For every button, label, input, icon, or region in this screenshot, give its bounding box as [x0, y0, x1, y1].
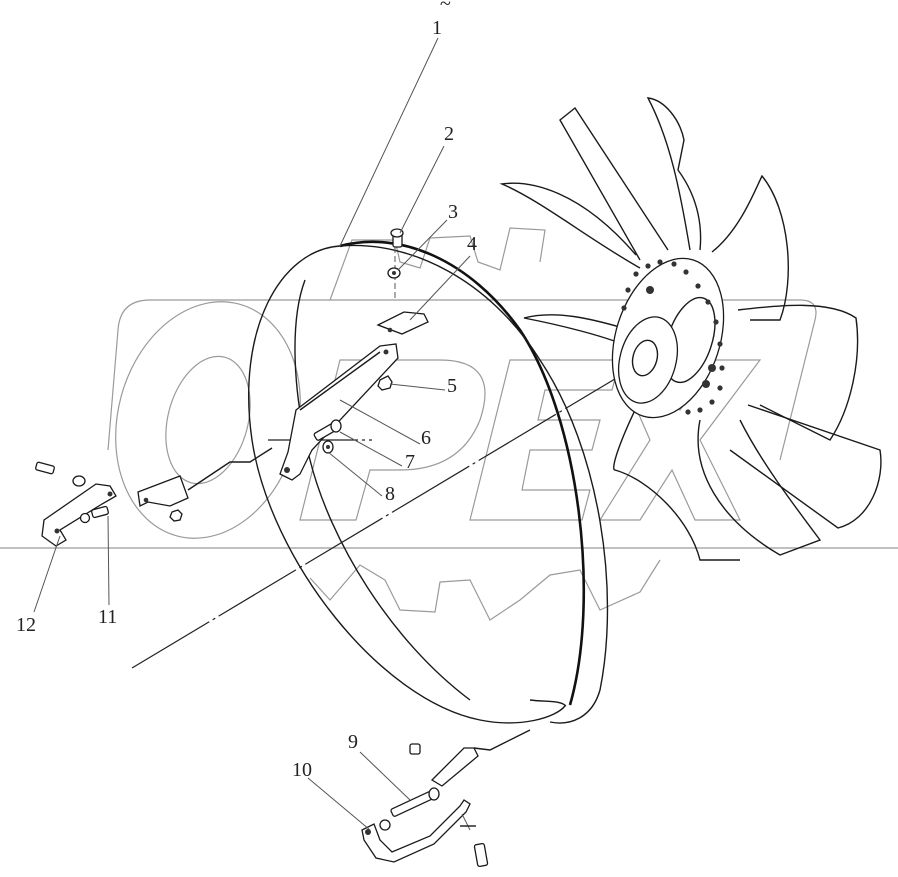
watermark-o-inner — [165, 355, 251, 485]
assembly-axis-line — [131, 351, 661, 669]
washer-11 — [79, 512, 91, 524]
bolt-7-head — [330, 419, 342, 433]
fan-blade — [697, 419, 822, 556]
fan-blade — [613, 399, 740, 561]
leader-lines — [33, 37, 471, 831]
watermark-letter-p — [299, 359, 486, 521]
support-bracket-6 — [279, 343, 399, 481]
top-fixing-parts — [376, 228, 429, 335]
callout-4: 4 — [467, 233, 477, 255]
bolt-9 — [390, 791, 434, 817]
watermark — [0, 227, 898, 621]
watermark-gear-top — [329, 227, 546, 301]
fan-blade — [646, 97, 702, 251]
callout-5: 5 — [447, 375, 457, 397]
fan-blade — [499, 182, 641, 269]
watermark-o-outer — [115, 301, 301, 539]
bolt-9-head — [428, 787, 440, 801]
callout-6: 6 — [421, 427, 431, 449]
nut-5 — [377, 375, 393, 391]
fan-blade — [559, 106, 669, 261]
callout-9: 9 — [348, 731, 358, 753]
callout-7: 7 — [405, 451, 415, 473]
callout-10: 10 — [292, 759, 312, 781]
fan-shroud-ring — [248, 240, 609, 724]
bolt-lower — [473, 842, 489, 868]
watermark-gear-bottom — [309, 559, 661, 621]
fan-blade — [711, 174, 789, 321]
callout-2: 2 — [444, 123, 454, 145]
hub-bolt-holes — [621, 259, 725, 415]
watermark-letter-o — [107, 299, 817, 461]
callout-1: 1 — [432, 17, 442, 39]
lower-clip — [430, 747, 479, 787]
fan-blade — [523, 314, 631, 346]
side-clip — [137, 475, 189, 507]
washer-9 — [379, 819, 391, 831]
bolt-2-head — [390, 228, 404, 238]
washer-upper-left — [72, 475, 86, 487]
callout-11: 11 — [98, 606, 117, 628]
nut-lower — [409, 743, 421, 755]
fan-blade — [737, 304, 859, 441]
callout-8: 8 — [385, 483, 395, 505]
bolt-11 — [91, 505, 109, 519]
top-mark: ~ — [440, 0, 451, 15]
bracket-10 — [361, 799, 471, 863]
fan-hub-front — [618, 316, 678, 404]
fan-blade — [729, 404, 882, 529]
plate-4 — [376, 311, 429, 335]
fan-hub-bore — [631, 339, 659, 377]
callout-12: 12 — [16, 614, 36, 636]
nut — [169, 509, 183, 522]
watermark-letter-e — [469, 359, 621, 521]
bolt-upper-left — [35, 461, 55, 475]
left-bracket-assembly — [35, 447, 273, 547]
callout-3: 3 — [448, 201, 458, 223]
fan-blade-assembly — [499, 97, 882, 561]
lower-bracket-assembly — [361, 729, 531, 868]
